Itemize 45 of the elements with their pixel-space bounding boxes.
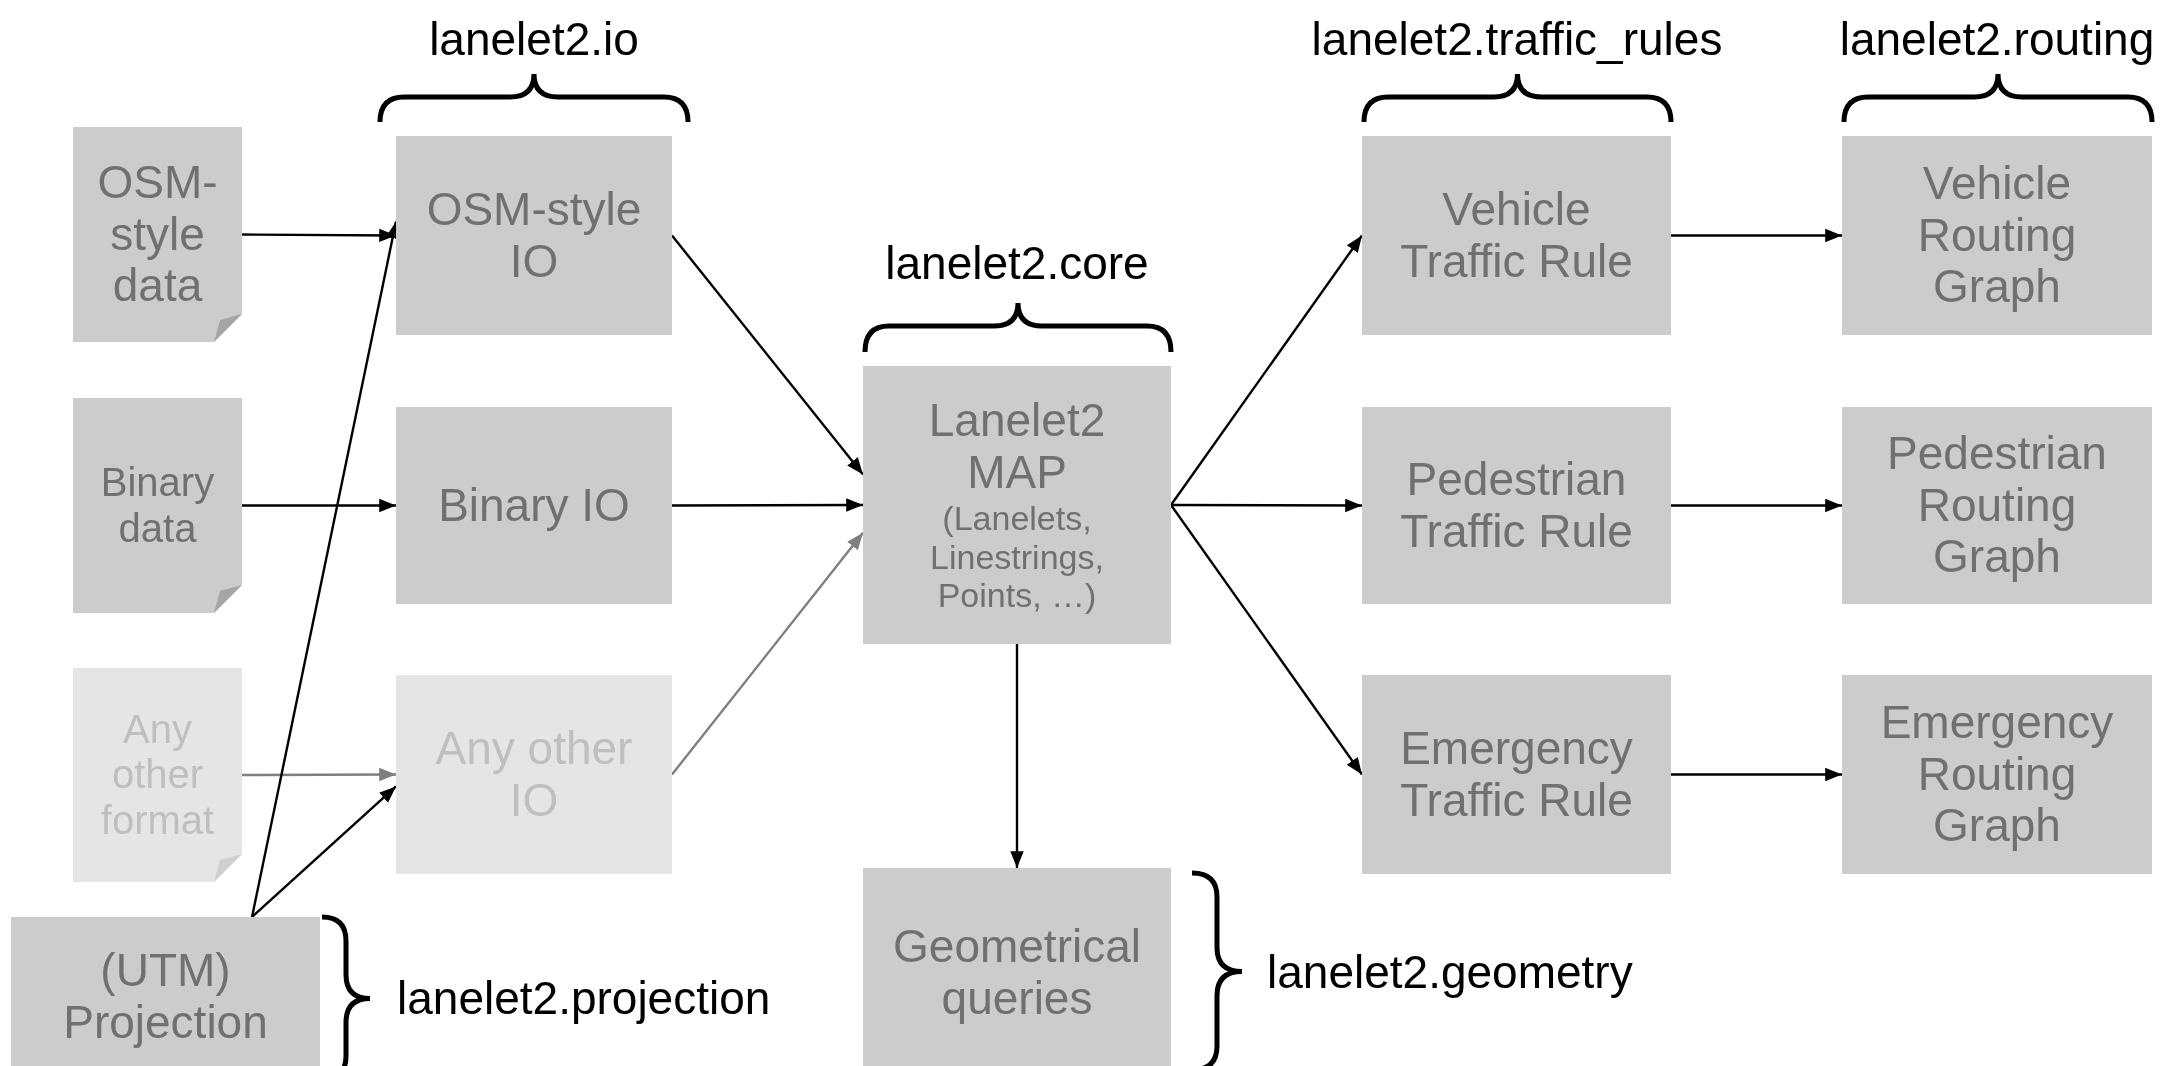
process-box [1362, 675, 1671, 874]
arrow [1671, 498, 1842, 513]
node-text: Pedestrian Traffic Rule [1399, 453, 1634, 558]
document-node [73, 127, 242, 342]
process-box [1842, 407, 2152, 604]
node-text: Binary data [99, 460, 216, 551]
arrow [1170, 504, 1363, 776]
node-text: Vehicle Traffic Rule [1399, 183, 1634, 288]
arrow [672, 498, 863, 512]
process-box [396, 675, 672, 874]
node-text: OSM-style IO [425, 183, 643, 288]
document-node [73, 398, 242, 613]
module-label: lanelet2.core [885, 240, 1149, 286]
process-box [1362, 407, 1671, 604]
arrow [251, 785, 397, 918]
node-text: OSM-style data [96, 156, 219, 313]
process-box [396, 407, 672, 604]
node-text: Vehicle Routing Graph [1916, 157, 2078, 314]
node-text: Emergency Traffic Rule [1399, 722, 1634, 827]
arrow [1010, 644, 1024, 868]
node-text: Lanelet2 MAP [927, 395, 1107, 500]
arrow [1671, 228, 1842, 243]
module-label: lanelet2.traffic_rules [1311, 16, 1723, 62]
node-text: (UTM) Projection [62, 945, 269, 1049]
arrow [671, 532, 864, 776]
arrow [1171, 498, 1362, 513]
module-label: lanelet2.io [429, 16, 639, 62]
node-text: Pedestrian Routing Graph [1886, 427, 2108, 584]
process-box [1842, 136, 2152, 335]
node-text: Emergency Routing Graph [1879, 696, 2115, 853]
process-box [1362, 136, 1671, 335]
process-box [396, 136, 672, 335]
process-box [863, 868, 1171, 1066]
node-text: Binary IO [437, 479, 631, 532]
process-box [1842, 675, 2152, 874]
process-box [863, 366, 1171, 644]
arrow [671, 234, 864, 476]
arrow [242, 767, 396, 782]
node-text: Geometrical queries [892, 921, 1142, 1025]
arrow [242, 498, 396, 513]
process-box [11, 917, 320, 1066]
arrow [1671, 767, 1842, 782]
node-text: (Lanelets, Linestrings, Points, …) [929, 499, 1105, 615]
document-node [73, 668, 242, 882]
arrow [1170, 234, 1363, 506]
